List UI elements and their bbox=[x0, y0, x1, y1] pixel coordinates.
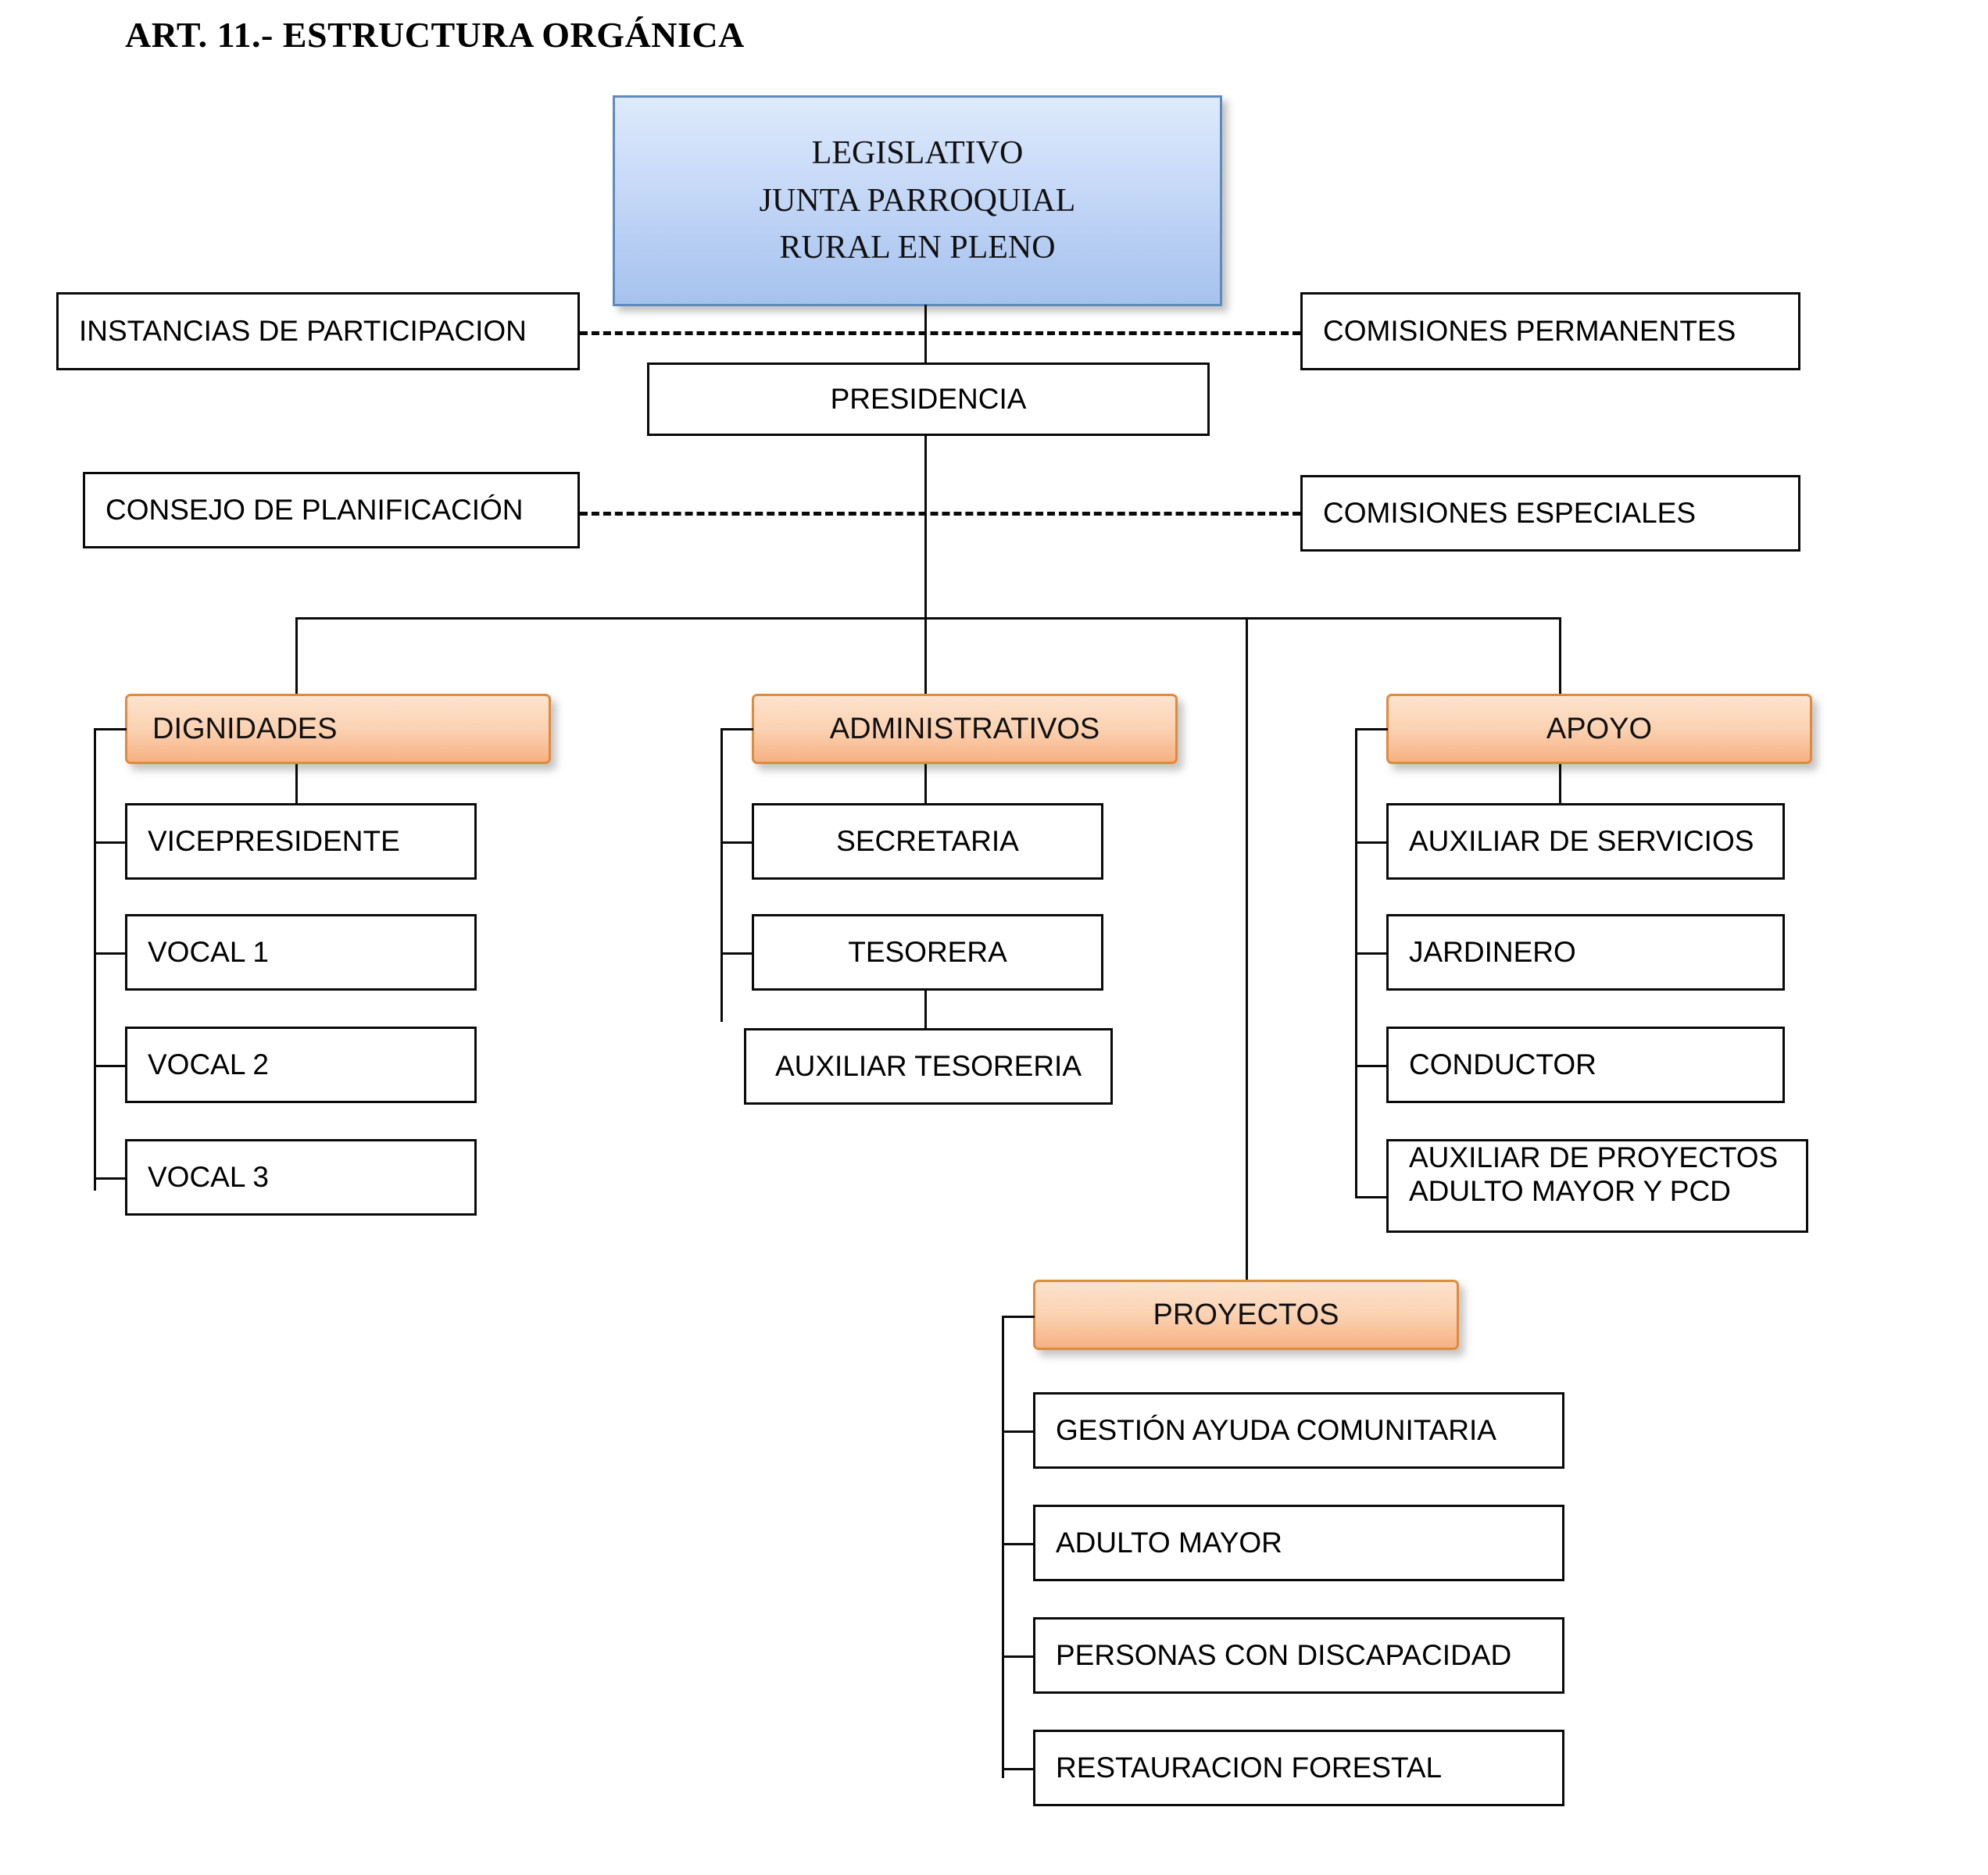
proyectos-header-label: PROYECTOS bbox=[1153, 1298, 1339, 1331]
connector-presidencia-trunk bbox=[924, 436, 927, 617]
node-conductor[interactable]: CONDUCTOR bbox=[1386, 1027, 1785, 1103]
bracket-stub-vocal-1 bbox=[94, 952, 127, 955]
presidencia-label: PRESIDENCIA bbox=[830, 382, 1027, 415]
dashed-connector-row-1 bbox=[580, 331, 1300, 335]
node-personas-con-discapacidad[interactable]: PERSONAS CON DISCAPACIDAD bbox=[1033, 1617, 1564, 1694]
auxiliar-de-proyectos-label-line-1: AUXILIAR DE PROYECTOS bbox=[1409, 1141, 1779, 1173]
node-vicepresidente[interactable]: VICEPRESIDENTE bbox=[125, 803, 477, 880]
bracket-stub-jardinero bbox=[1355, 952, 1388, 955]
dignidades-header-label: DIGNIDADES bbox=[152, 712, 338, 745]
node-adulto-mayor[interactable]: ADULTO MAYOR bbox=[1033, 1505, 1564, 1581]
node-jardinero[interactable]: JARDINERO bbox=[1386, 914, 1785, 991]
adulto-mayor-label: ADULTO MAYOR bbox=[1056, 1526, 1282, 1559]
bracket-stub-adulto-mayor bbox=[1002, 1543, 1035, 1545]
node-presidencia[interactable]: PRESIDENCIA bbox=[647, 362, 1210, 436]
node-apoyo[interactable]: APOYO bbox=[1386, 694, 1812, 764]
comisiones-especiales-label: COMISIONES ESPECIALES bbox=[1323, 496, 1697, 529]
legislativo-line-1: LEGISLATIVO bbox=[811, 134, 1024, 171]
connector-bar-to-proyectos bbox=[1246, 617, 1248, 1280]
restauracion-forestal-label: RESTAURACION FORESTAL bbox=[1056, 1751, 1443, 1784]
jardinero-label: JARDINERO bbox=[1409, 935, 1576, 968]
node-consejo-de-planificacion[interactable]: CONSEJO DE PLANIFICACIÓN bbox=[83, 472, 580, 548]
node-comisiones-especiales[interactable]: COMISIONES ESPECIALES bbox=[1300, 475, 1800, 552]
node-administrativos[interactable]: ADMINISTRATIVOS bbox=[752, 694, 1178, 764]
instancias-label: INSTANCIAS DE PARTICIPACION bbox=[79, 314, 527, 347]
bracket-stub-auxiliar-proyectos bbox=[1355, 1196, 1388, 1198]
distribution-bar bbox=[295, 617, 1561, 620]
administrativos-header-label: ADMINISTRATIVOS bbox=[829, 712, 1100, 745]
node-legislativo[interactable]: LEGISLATIVO JUNTA PARROQUIAL RURAL EN PL… bbox=[613, 95, 1222, 306]
bracket-stub-proyectos-header bbox=[1002, 1316, 1035, 1318]
comisiones-permanentes-label: COMISIONES PERMANENTES bbox=[1323, 314, 1736, 347]
auxiliar-de-servicios-label: AUXILIAR DE SERVICIOS bbox=[1409, 824, 1754, 857]
gestion-ayuda-comunitaria-label: GESTIÓN AYUDA COMUNITARIA bbox=[1056, 1413, 1496, 1446]
personas-con-discapacidad-label: PERSONAS CON DISCAPACIDAD bbox=[1056, 1638, 1512, 1671]
bracket-spine-dignidades bbox=[94, 728, 96, 1191]
node-gestion-ayuda-comunitaria[interactable]: GESTIÓN AYUDA COMUNITARIA bbox=[1033, 1392, 1564, 1469]
connector-bar-to-dignidades bbox=[295, 617, 298, 695]
vocal-1-label: VOCAL 1 bbox=[148, 935, 269, 968]
legislativo-line-3: RURAL EN PLENO bbox=[779, 230, 1056, 266]
connector-apoyo-auxiliar-servicios bbox=[1559, 764, 1561, 803]
node-tesorera[interactable]: TESORERA bbox=[752, 914, 1103, 991]
bracket-stub-administrativos-header bbox=[720, 728, 753, 730]
bracket-stub-secretaria bbox=[720, 841, 753, 844]
bracket-stub-vocal-3 bbox=[94, 1177, 127, 1180]
connector-tesorera-auxiliar bbox=[924, 991, 927, 1028]
apoyo-header-label: APOYO bbox=[1546, 712, 1653, 745]
secretaria-label: SECRETARIA bbox=[836, 824, 1019, 857]
node-auxiliar-de-proyectos[interactable]: AUXILIAR DE PROYECTOS ADULTO MAYOR Y PCD bbox=[1386, 1139, 1808, 1233]
bracket-stub-conductor bbox=[1355, 1065, 1388, 1067]
page-title: ART. 11.- ESTRUCTURA ORGÁNICA bbox=[125, 15, 745, 55]
vocal-2-label: VOCAL 2 bbox=[148, 1048, 269, 1080]
node-comisiones-permanentes[interactable]: COMISIONES PERMANENTES bbox=[1300, 292, 1800, 370]
bracket-stub-personas-discapacidad bbox=[1002, 1655, 1035, 1658]
node-proyectos[interactable]: PROYECTOS bbox=[1033, 1280, 1459, 1350]
auxiliar-tesoreria-label: AUXILIAR TESORERIA bbox=[774, 1049, 1082, 1082]
node-dignidades[interactable]: DIGNIDADES bbox=[125, 694, 551, 764]
node-vocal-2[interactable]: VOCAL 2 bbox=[125, 1027, 477, 1103]
connector-bar-to-administrativos bbox=[924, 617, 927, 695]
bracket-spine-apoyo bbox=[1355, 728, 1357, 1198]
bracket-stub-auxiliar-servicios bbox=[1355, 841, 1388, 844]
connector-bar-to-apoyo bbox=[1559, 617, 1561, 695]
node-auxiliar-de-servicios[interactable]: AUXILIAR DE SERVICIOS bbox=[1386, 803, 1785, 880]
bracket-stub-apoyo-header bbox=[1355, 728, 1388, 730]
node-secretaria[interactable]: SECRETARIA bbox=[752, 803, 1103, 880]
connector-administrativos-secretaria bbox=[924, 764, 927, 803]
vocal-3-label: VOCAL 3 bbox=[148, 1160, 269, 1193]
node-auxiliar-tesoreria[interactable]: AUXILIAR TESORERIA bbox=[744, 1028, 1113, 1105]
bracket-stub-vocal-2 bbox=[94, 1065, 127, 1067]
node-restauracion-forestal[interactable]: RESTAURACION FORESTAL bbox=[1033, 1730, 1564, 1806]
bracket-stub-tesorera bbox=[720, 952, 753, 955]
node-instancias-de-participacion[interactable]: INSTANCIAS DE PARTICIPACION bbox=[56, 292, 580, 370]
auxiliar-de-proyectos-label-line-2: ADULTO MAYOR Y PCD bbox=[1409, 1174, 1731, 1207]
bracket-stub-vicepresidente bbox=[94, 841, 127, 844]
dashed-connector-row-2 bbox=[580, 512, 1300, 516]
node-vocal-1[interactable]: VOCAL 1 bbox=[125, 914, 477, 991]
bracket-stub-gestion-ayuda bbox=[1002, 1430, 1035, 1433]
legislativo-line-2: JUNTA PARROQUIAL bbox=[759, 182, 1076, 219]
bracket-stub-restauracion-forestal bbox=[1002, 1768, 1035, 1770]
consejo-label: CONSEJO DE PLANIFICACIÓN bbox=[105, 493, 524, 526]
bracket-spine-administrativos bbox=[720, 728, 723, 1022]
node-vocal-3[interactable]: VOCAL 3 bbox=[125, 1139, 477, 1216]
vicepresidente-label: VICEPRESIDENTE bbox=[148, 824, 400, 857]
connector-dignidades-vicepresidente bbox=[295, 764, 298, 803]
bracket-stub-dignidades-header bbox=[94, 728, 127, 730]
tesorera-label: TESORERA bbox=[848, 935, 1007, 968]
conductor-label: CONDUCTOR bbox=[1409, 1048, 1596, 1080]
bracket-spine-proyectos bbox=[1002, 1316, 1004, 1778]
